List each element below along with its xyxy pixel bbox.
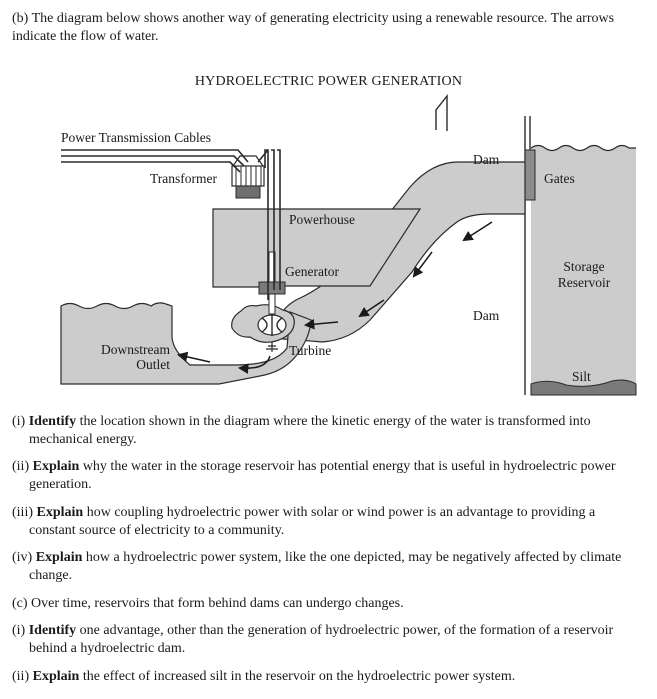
question-b-ii: (ii) Explain why the water in the storag… <box>12 459 616 492</box>
question-b-iv: (iv) Explain how a hydroelectric power s… <box>12 550 622 583</box>
transformer <box>231 155 265 199</box>
label-silt: Silt <box>572 369 591 384</box>
part-c-intro: (c) Over time, reservoirs that form behi… <box>12 596 404 611</box>
storage-reservoir-water <box>531 145 636 395</box>
label-dam-top: Dam <box>473 152 500 167</box>
label-gates: Gates <box>544 171 575 186</box>
label-storage: Storage <box>563 259 605 274</box>
question-b-i: (i) Identify the location shown in the d… <box>12 414 591 447</box>
intro-text: The diagram below shows another way of g… <box>12 11 615 44</box>
generator <box>258 281 286 295</box>
label-turbine: Turbine <box>289 343 332 358</box>
label-outlet: Outlet <box>136 357 170 372</box>
flow-arrows <box>176 221 493 374</box>
question-c-ii: (ii) Explain the effect of increased sil… <box>12 669 516 684</box>
label-powerhouse: Powerhouse <box>289 212 355 227</box>
hydroelectric-diagram <box>60 93 637 396</box>
downstream-water <box>60 302 312 385</box>
turbine <box>257 314 287 336</box>
label-cables: Power Transmission Cables <box>61 130 212 145</box>
intro-part: (b) <box>12 11 29 26</box>
intro-paragraph: (b) The diagram below shows another way … <box>12 10 644 46</box>
label-transformer: Transformer <box>150 171 217 186</box>
gates-block <box>524 149 536 201</box>
label-reservoir: Reservoir <box>557 275 611 290</box>
label-generator: Generator <box>285 264 339 279</box>
diagram-title: HYDROELECTRIC POWER GENERATION <box>194 74 463 89</box>
question-b-iii: (iii) Explain how coupling hydroelectric… <box>12 505 596 538</box>
transmission-cables <box>61 149 281 300</box>
label-downstream: Downstream <box>101 342 170 357</box>
label-dam-bottom: Dam <box>473 308 500 323</box>
question-c-i: (i) Identify one advantage, other than t… <box>12 623 614 656</box>
reservoir-surface-line <box>530 144 636 152</box>
silt-layer <box>530 379 637 396</box>
